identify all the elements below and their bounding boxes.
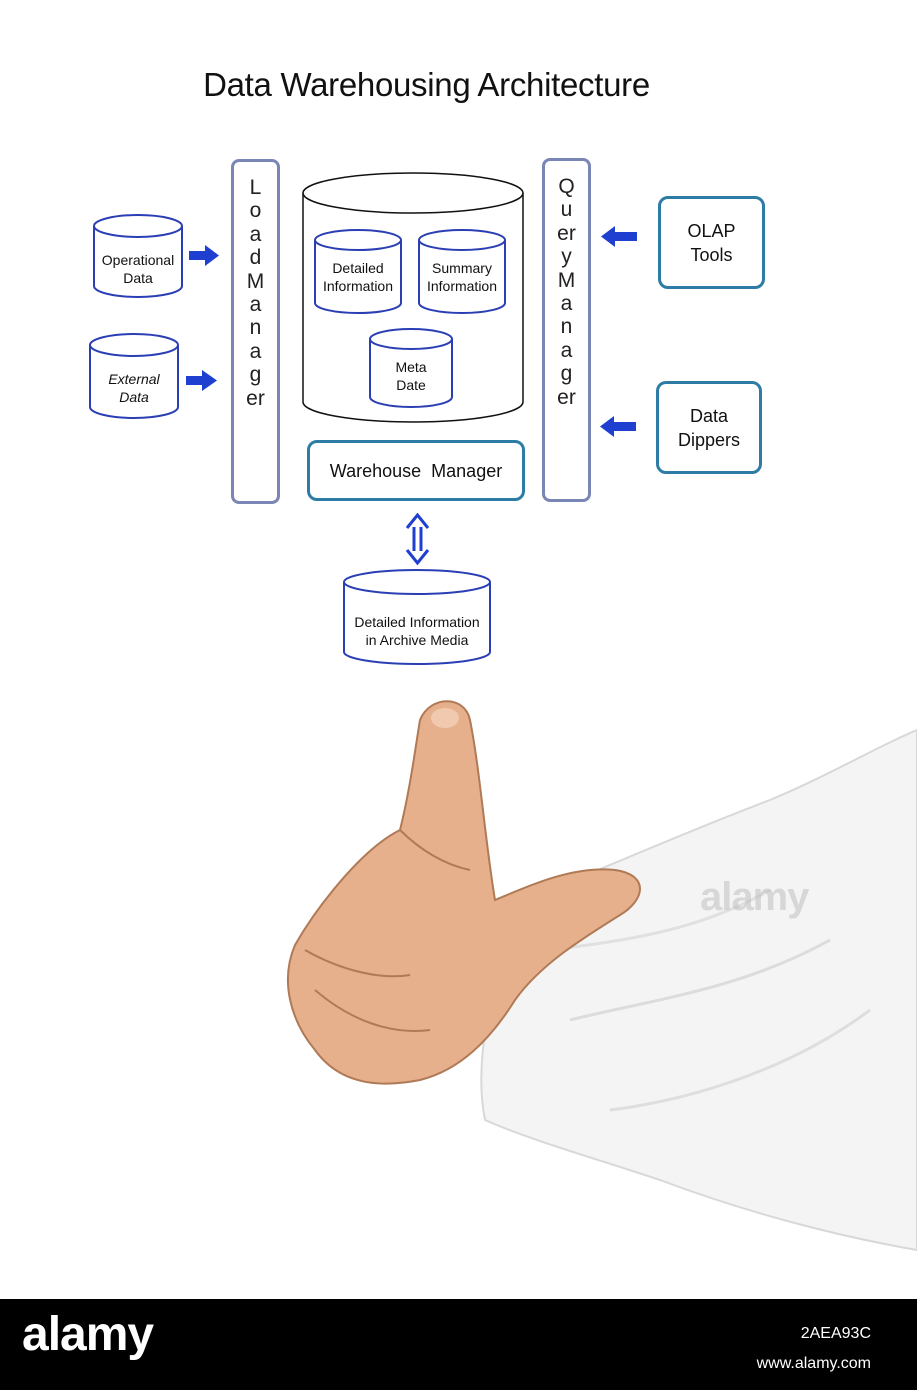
meta-date-line2: Date (396, 377, 426, 393)
operational-data-label-wrap: Operational Data (94, 251, 182, 291)
meta-date-line1: Meta (395, 359, 427, 375)
detailed-information-cylinder (314, 229, 402, 314)
data-dippers-box: Data Dippers (656, 381, 762, 474)
detailed-info-line1: Detailed (332, 260, 384, 276)
warehouse-manager-box: Warehouse Manager (307, 440, 525, 501)
external-data-line1: External (108, 371, 160, 387)
operational-data-line1: Operational (101, 252, 175, 268)
archive-line1: Detailed Information (354, 614, 480, 630)
load-manager-bar: Load Manager (231, 159, 280, 504)
diagram-canvas (89, 172, 637, 665)
archive-label-wrap: Detailed Information in Archive Media (344, 613, 490, 653)
olap-line2: Tools (690, 244, 733, 265)
olap-line1: OLAP (687, 220, 736, 241)
operational-data-line2: Data (123, 270, 153, 286)
query-manager-bar: Query Manager (542, 158, 591, 502)
detailed-info-line2: Information (322, 278, 394, 294)
archive-line2: in Archive Media (365, 632, 469, 648)
watermark-text: alamy (700, 875, 809, 919)
arrow-dippers-to-query (600, 416, 636, 437)
olap-tools-box: OLAP Tools (658, 196, 765, 289)
image-id: 2AEA93C (800, 1325, 871, 1342)
arrow-operational-to-load (189, 245, 219, 266)
pointing-hand-illustration (287, 700, 917, 1252)
query-manager-label: Query Manager (557, 175, 576, 409)
summary-info-line2: Information (426, 278, 498, 294)
dippers-line1: Data (689, 405, 729, 426)
meta-date-label-wrap: Meta Date (370, 358, 452, 398)
dippers-line2: Dippers (677, 429, 741, 450)
archive-cylinder (343, 569, 491, 665)
arrow-external-to-load (186, 370, 217, 391)
alamy-logo: alamy (22, 1308, 154, 1361)
operational-data-cylinder (93, 214, 183, 298)
load-manager-label: Load Manager (246, 176, 265, 410)
arrow-olap-to-query (601, 226, 637, 247)
summary-info-label-wrap: Summary Information (419, 259, 505, 299)
meta-date-cylinder (369, 328, 453, 408)
footer-bar: alamy 2AEA93C www.alamy.com (0, 1299, 917, 1390)
footer-url: www.alamy.com (756, 1355, 871, 1372)
warehouse-manager-label: Warehouse Manager (329, 460, 503, 481)
external-data-label-wrap: External Data (90, 370, 178, 410)
detailed-info-label-wrap: Detailed Information (315, 259, 401, 299)
summary-information-cylinder (418, 229, 506, 314)
external-data-cylinder (89, 333, 179, 419)
summary-info-line1: Summary (432, 260, 492, 276)
diagram-title: Data Warehousing Architecture (203, 66, 650, 103)
double-arrow-warehouse-archive (405, 512, 430, 566)
external-data-line2: Data (119, 389, 149, 405)
